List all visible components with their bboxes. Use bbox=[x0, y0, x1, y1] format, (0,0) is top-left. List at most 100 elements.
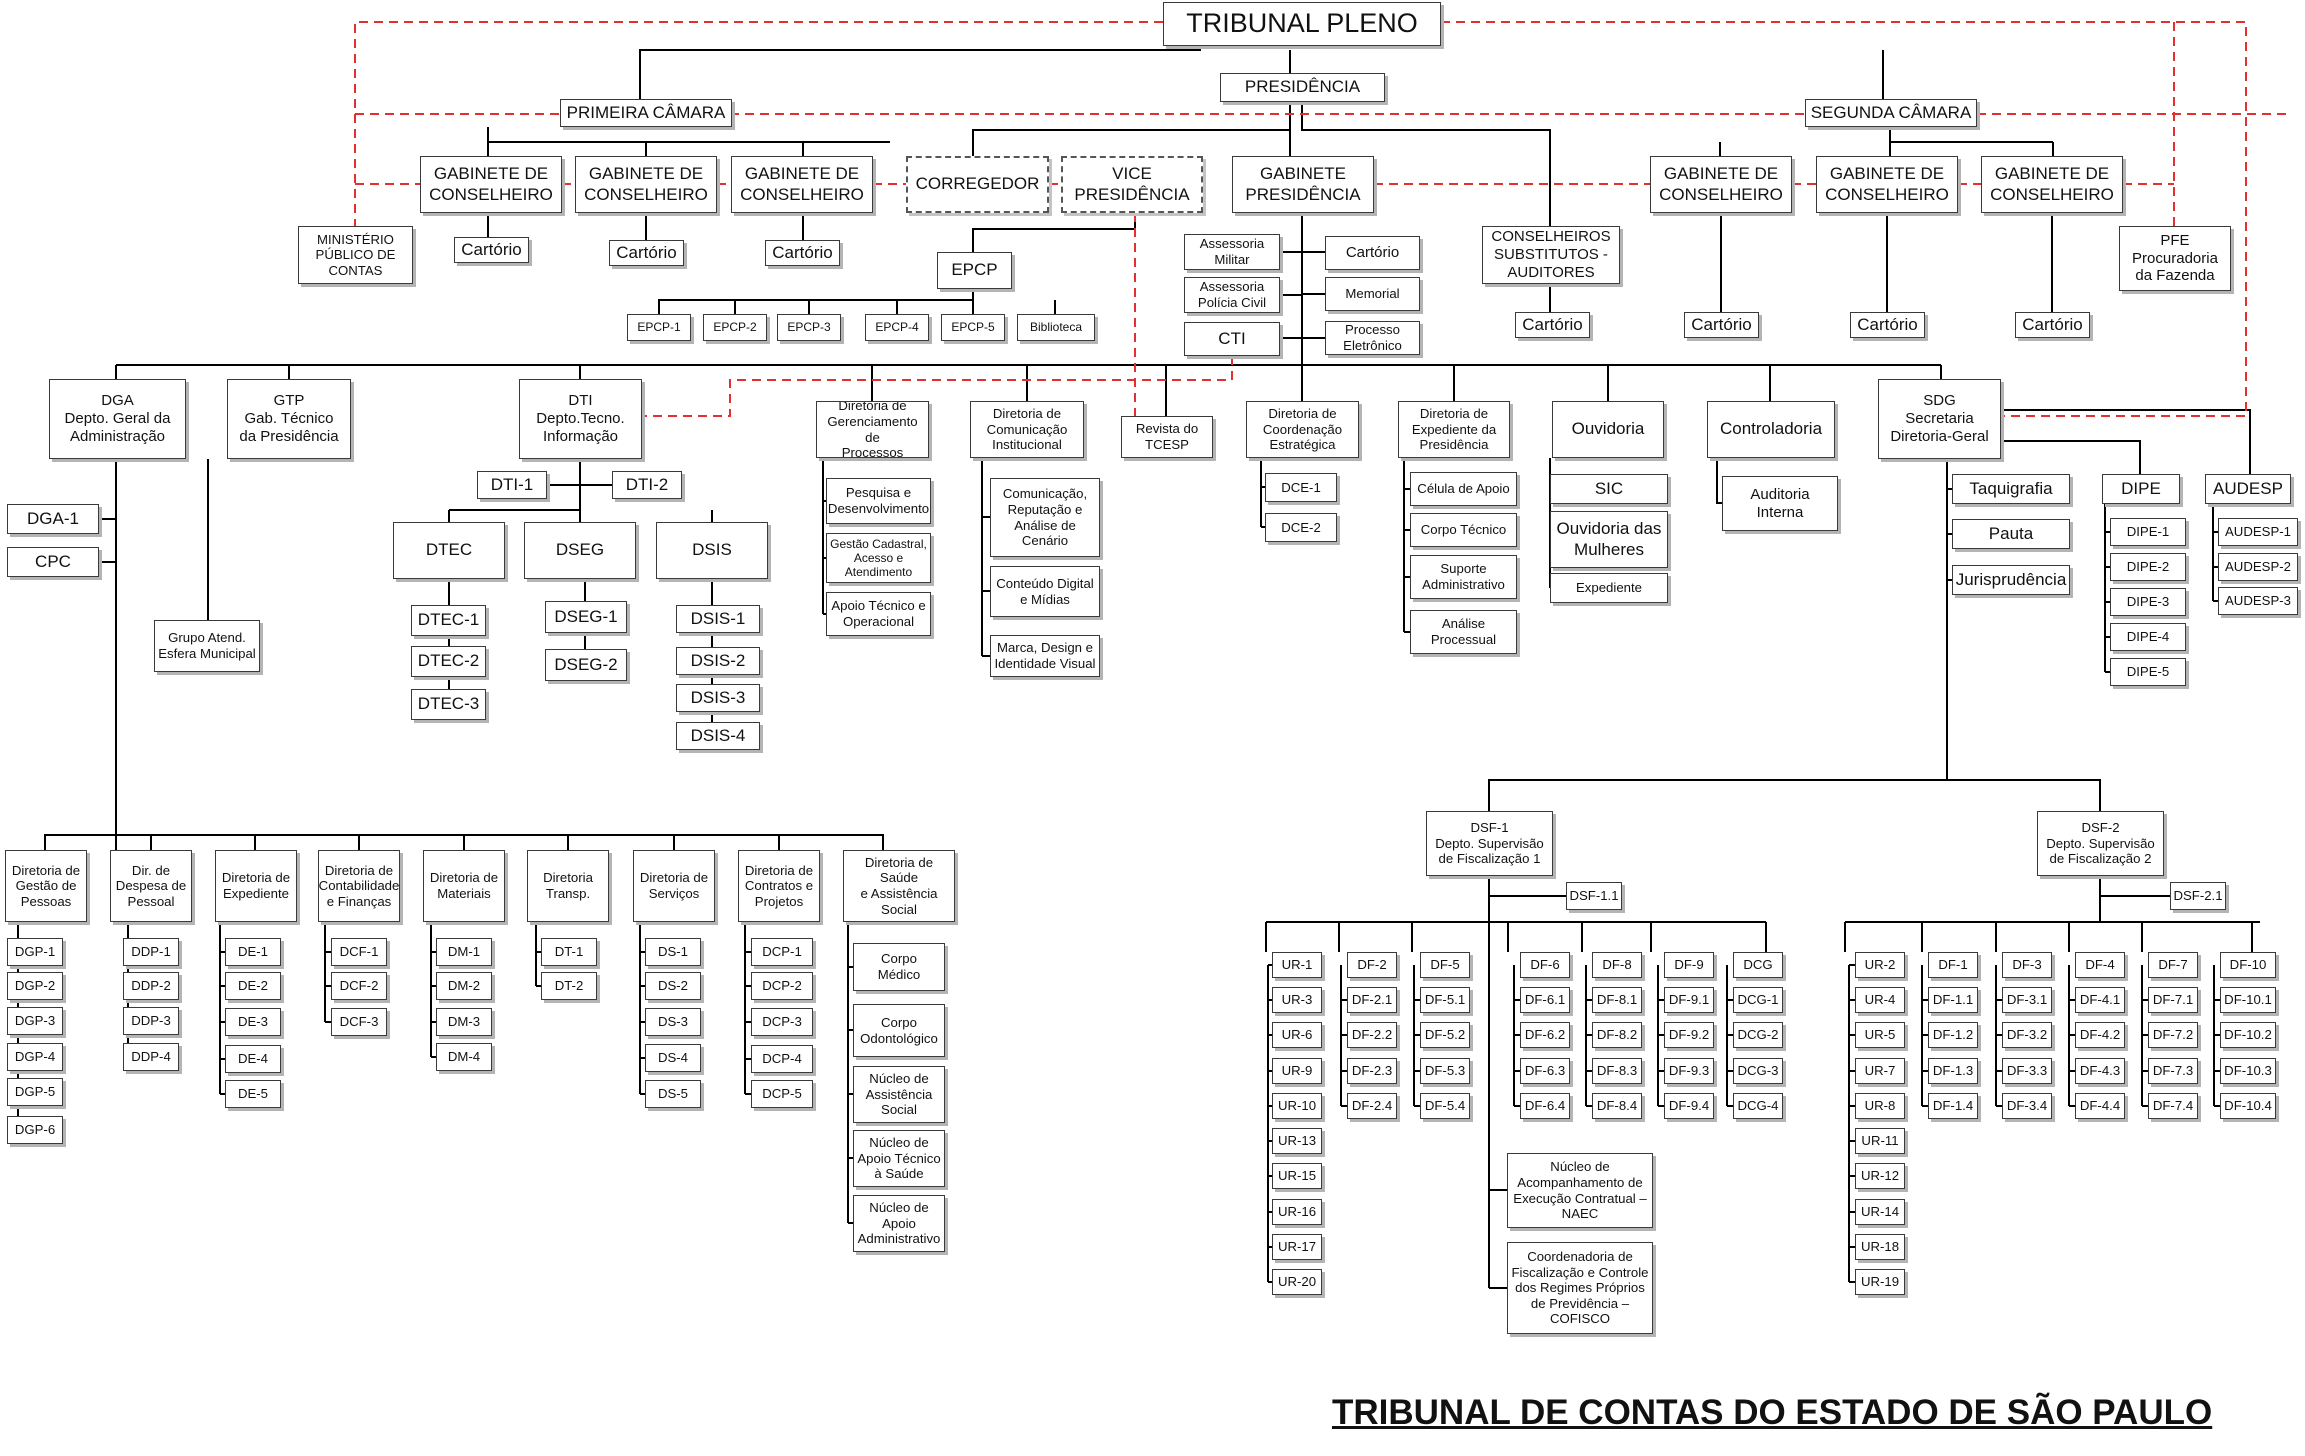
org-node-df-10-1: DF-10.1 bbox=[2220, 987, 2276, 1013]
org-node-dm-3: DM-3 bbox=[436, 1008, 492, 1036]
org-node-de-3: DE-3 bbox=[225, 1008, 281, 1036]
org-node-dt-1: DT-1 bbox=[541, 938, 597, 966]
org-node-ur-1: UR-1 bbox=[1272, 952, 1322, 978]
org-node-dgp-6: DGP-6 bbox=[7, 1116, 63, 1144]
org-node-ur-2: UR-2 bbox=[1855, 952, 1905, 978]
org-node-df-2-1: DF-2.1 bbox=[1347, 987, 1397, 1013]
org-node-epcp: EPCP bbox=[937, 252, 1012, 289]
org-node-dga: DGA Depto. Geral da Administração bbox=[49, 379, 186, 459]
org-node-dseg: DSEG bbox=[524, 522, 636, 579]
org-node-dce-1: DCE-1 bbox=[1265, 473, 1337, 502]
org-node-audesp: AUDESP bbox=[2205, 474, 2291, 504]
org-node-ddp-4: DDP-4 bbox=[123, 1043, 179, 1071]
org-node-cpc: CPC bbox=[7, 547, 99, 577]
org-node-nucleo-de-apoio-administrativo: Núcleo de Apoio Administrativo bbox=[853, 1195, 945, 1252]
org-node-dsis-4: DSIS-4 bbox=[676, 722, 760, 750]
org-node-ur-19: UR-19 bbox=[1855, 1269, 1905, 1295]
org-node-diretoria-de-gerenciamento-de-processos: Diretoria de Gerenciamento de Processos bbox=[816, 401, 929, 458]
org-node-ds-5: DS-5 bbox=[645, 1080, 701, 1108]
org-node-dgp-3: DGP-3 bbox=[7, 1007, 63, 1035]
org-node-audesp-1: AUDESP-1 bbox=[2218, 518, 2298, 546]
org-node-dir-de-despesa-de-pessoal: Dir. de Despesa de Pessoal bbox=[110, 850, 192, 922]
org-node-cartorio: Cartório bbox=[1850, 312, 1925, 338]
org-node-presidencia: PRESIDÊNCIA bbox=[1220, 73, 1385, 102]
org-node-auditoria-interna: Auditoria Interna bbox=[1722, 476, 1838, 531]
org-node-dtec-2: DTEC-2 bbox=[411, 646, 486, 677]
org-node-cartorio: Cartório bbox=[454, 237, 529, 263]
org-node-ur-18: UR-18 bbox=[1855, 1234, 1905, 1260]
org-node-cartorio: Cartório bbox=[2015, 312, 2090, 338]
org-node-grupo-atend-esfera-municipal: Grupo Atend. Esfera Municipal bbox=[154, 620, 260, 672]
org-node-gabinete-de-conselheiro: GABINETE DE CONSELHEIRO bbox=[1981, 156, 2123, 213]
org-node-dcp-4: DCP-4 bbox=[751, 1045, 813, 1073]
org-node-df-1-4: DF-1.4 bbox=[1928, 1093, 1978, 1119]
org-node-de-4: DE-4 bbox=[225, 1045, 281, 1073]
org-node-de-1: DE-1 bbox=[225, 938, 281, 966]
org-node-df-1-3: DF-1.3 bbox=[1928, 1058, 1978, 1084]
org-node-assessoria-militar: Assessoria Militar bbox=[1184, 234, 1280, 270]
org-node-ur-13: UR-13 bbox=[1272, 1128, 1322, 1154]
org-node-df-2-2: DF-2.2 bbox=[1347, 1022, 1397, 1048]
org-node-df-3-1: DF-3.1 bbox=[2002, 987, 2052, 1013]
org-node-df-1-2: DF-1.2 bbox=[1928, 1022, 1978, 1048]
org-node-dcg: DCG bbox=[1733, 952, 1783, 978]
org-node-dm-2: DM-2 bbox=[436, 972, 492, 1000]
org-node-cartorio: Cartório bbox=[1325, 236, 1420, 270]
org-node-diretoria-de-coordenacao-estrategica: Diretoria de Coordenação Estratégica bbox=[1246, 401, 1359, 458]
org-node-diretoria-de-expediente: Diretoria de Expediente bbox=[215, 850, 297, 922]
org-node-df-6-4: DF-6.4 bbox=[1520, 1093, 1570, 1119]
org-node-df-8-4: DF-8.4 bbox=[1592, 1093, 1642, 1119]
org-node-dsf-1: DSF-1 Depto. Supervisão de Fiscalização … bbox=[1426, 811, 1553, 876]
org-node-corregedor: CORREGEDOR bbox=[906, 156, 1049, 213]
org-node-df-2-3: DF-2.3 bbox=[1347, 1058, 1397, 1084]
org-node-gabinete-de-conselheiro: GABINETE DE CONSELHEIRO bbox=[575, 156, 717, 213]
org-node-diretoria-de-contabilidade-e-financas: Diretoria de Contabilidade e Finanças bbox=[318, 850, 400, 922]
org-node-dgp-2: DGP-2 bbox=[7, 972, 63, 1000]
org-node-dsis-2: DSIS-2 bbox=[676, 647, 760, 675]
org-node-comunicacao-reputacao-e-analise-de-cenario: Comunicação, Reputação e Análise de Cená… bbox=[990, 478, 1100, 557]
org-node-ur-16: UR-16 bbox=[1272, 1199, 1322, 1225]
org-node-df-4-1: DF-4.1 bbox=[2075, 987, 2125, 1013]
org-node-dsf-2-1: DSF-2.1 bbox=[2170, 882, 2226, 910]
org-node-dcp-1: DCP-1 bbox=[751, 938, 813, 966]
org-node-ds-2: DS-2 bbox=[645, 972, 701, 1000]
org-node-pauta: Pauta bbox=[1952, 519, 2070, 549]
org-node-biblioteca: Biblioteca bbox=[1017, 314, 1095, 341]
org-node-epcp-3: EPCP-3 bbox=[777, 314, 841, 341]
org-node-sic: SIC bbox=[1550, 474, 1668, 504]
org-node-processo-eletronico: Processo Eletrônico bbox=[1325, 321, 1420, 355]
org-node-cartorio: Cartório bbox=[765, 240, 840, 266]
org-node-audesp-2: AUDESP-2 bbox=[2218, 553, 2298, 581]
org-node-diretoria-de-comunicacao-institucional: Diretoria de Comunicação Institucional bbox=[970, 401, 1084, 458]
org-node-df-7-2: DF-7.2 bbox=[2148, 1022, 2198, 1048]
org-node-dsis-1: DSIS-1 bbox=[676, 605, 760, 633]
org-node-df-3-2: DF-3.2 bbox=[2002, 1022, 2052, 1048]
org-node-diretoria-de-servicos: Diretoria de Serviços bbox=[633, 850, 715, 922]
org-node-df-6-3: DF-6.3 bbox=[1520, 1058, 1570, 1084]
org-node-primeira-camara: PRIMEIRA CÂMARA bbox=[560, 99, 732, 127]
org-node-df-9-4: DF-9.4 bbox=[1664, 1093, 1714, 1119]
org-node-ddp-2: DDP-2 bbox=[123, 972, 179, 1000]
org-node-df-1-1: DF-1.1 bbox=[1928, 987, 1978, 1013]
org-node-dgp-5: DGP-5 bbox=[7, 1078, 63, 1106]
org-node-df-3: DF-3 bbox=[2002, 952, 2052, 978]
org-node-df-6-1: DF-6.1 bbox=[1520, 987, 1570, 1013]
org-node-df-4: DF-4 bbox=[2075, 952, 2125, 978]
org-node-naec: Núcleo de Acompanhamento de Execução Con… bbox=[1507, 1153, 1653, 1228]
org-node-dce-2: DCE-2 bbox=[1265, 513, 1337, 542]
org-node-dgp-1: DGP-1 bbox=[7, 938, 63, 966]
org-node-gestao-cadastral-acesso-e-atendimento: Gestão Cadastral, Acesso e Atendimento bbox=[826, 533, 931, 583]
org-node-ddp-3: DDP-3 bbox=[123, 1007, 179, 1035]
org-node-ur-12: UR-12 bbox=[1855, 1163, 1905, 1189]
org-node-dgp-4: DGP-4 bbox=[7, 1043, 63, 1071]
org-node-dga-1: DGA-1 bbox=[7, 504, 99, 534]
org-node-df-10: DF-10 bbox=[2220, 952, 2276, 978]
org-node-df-10-3: DF-10.3 bbox=[2220, 1058, 2276, 1084]
org-node-diretoria-de-contratos-e-projetos: Diretoria de Contratos e Projetos bbox=[738, 850, 820, 922]
org-node-df-4-3: DF-4.3 bbox=[2075, 1058, 2125, 1084]
org-node-cartorio: Cartório bbox=[1684, 312, 1759, 338]
org-node-revista-do-tcesp: Revista do TCESP bbox=[1121, 416, 1213, 458]
org-node-df-9-2: DF-9.2 bbox=[1664, 1022, 1714, 1048]
org-node-gabinete-de-conselheiro: GABINETE DE CONSELHEIRO bbox=[731, 156, 873, 213]
